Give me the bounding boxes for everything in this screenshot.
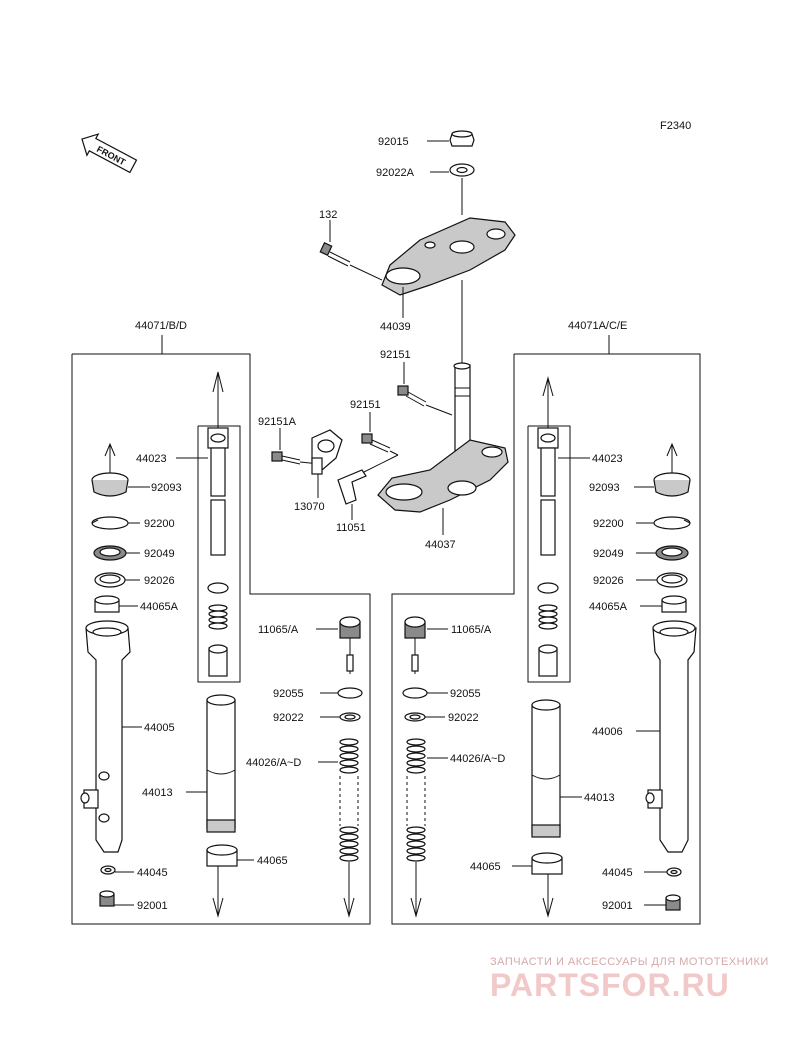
label-92151-top: 92151 (380, 349, 411, 361)
right-inner-tube-44013 (531, 699, 561, 838)
right-label-92022: 92022 (448, 712, 479, 724)
left-label-92022: 92022 (273, 712, 304, 724)
left-oil-seal-92049 (93, 545, 127, 561)
label-44039: 44039 (380, 321, 411, 333)
left-bushing-44065A (94, 595, 120, 613)
right-o-ring-92055 (402, 687, 428, 699)
left-label-44045: 44045 (137, 867, 168, 879)
right-cartridge (537, 376, 559, 677)
left-clip-92200 (91, 516, 129, 530)
right-label-92200: 92200 (593, 518, 624, 530)
left-bushing-44065 (206, 844, 238, 867)
left-label-92026: 92026 (144, 575, 175, 587)
right-dust-seal-92093 (653, 472, 691, 497)
right-label-44026: 44026/A~D (450, 753, 505, 765)
left-o-ring-92055 (337, 687, 363, 699)
upper-bracket-44039 (381, 217, 516, 296)
right-label-44065A: 44065A (589, 601, 628, 613)
left-label-44065A: 44065A (140, 601, 179, 613)
right-label-92049: 92049 (593, 548, 624, 560)
left-bolt-92001 (99, 890, 115, 907)
right-label-44006: 44006 (592, 726, 623, 738)
left-label-44065: 44065 (257, 855, 288, 867)
label-92151-mid: 92151 (350, 399, 381, 411)
left-label-92001: 92001 (137, 900, 168, 912)
left-cartridge (207, 371, 229, 677)
right-label-92026: 92026 (593, 575, 624, 587)
right-fork-cap-11065A (404, 616, 426, 674)
right-group-frame (391, 353, 701, 925)
right-label-44023: 44023 (592, 453, 623, 465)
label-44071ACE: 44071A/C/E (568, 320, 627, 332)
left-label-44013: 44013 (142, 787, 173, 799)
right-outer-tube-44006 (645, 620, 697, 853)
right-label-92093: 92093 (589, 482, 620, 494)
left-label-11065A: 11065/A (258, 624, 299, 636)
left-inner-tube-44013 (206, 694, 236, 833)
right-label-92001: 92001 (602, 900, 633, 912)
left-label-92049: 92049 (144, 548, 175, 560)
watermark-tagline: ЗАПЧАСТИ И АКСЕССУАРЫ ДЛЯ МОТОТЕХНИКИ (490, 956, 769, 968)
guide-13070 (311, 429, 343, 475)
left-dust-seal-92093 (91, 472, 129, 497)
left-label-92200: 92200 (144, 518, 175, 530)
left-label-44026: 44026/A~D (246, 757, 301, 769)
diagram-code: F2340 (660, 120, 691, 132)
right-clip-92200 (653, 516, 691, 530)
left-washer-92022 (339, 712, 361, 722)
right-label-11065A: 11065/A (451, 624, 492, 636)
right-oil-seal-92049 (655, 545, 689, 561)
label-92022A: 92022A (376, 167, 415, 179)
right-label-44013: 44013 (584, 792, 615, 804)
label-13070: 13070 (294, 501, 325, 513)
lower-bracket-44037 (377, 439, 509, 513)
washer-92022A (449, 163, 475, 177)
left-washer-44045 (100, 865, 116, 875)
right-label-92055: 92055 (450, 688, 481, 700)
watermark-brand: PARTSFOR.RU (490, 967, 730, 1003)
right-washer-92026 (656, 572, 688, 588)
left-outer-tube-44005 (80, 620, 131, 853)
bolt-92151A (271, 451, 301, 465)
left-label-44005: 44005 (144, 722, 175, 734)
bolt-92151-top (397, 385, 427, 407)
bolt-92151-mid (361, 433, 391, 453)
right-label-44045: 44045 (602, 867, 633, 879)
left-fork-cap-11065A (339, 616, 361, 674)
left-washer-92026 (94, 572, 126, 588)
left-label-92093: 92093 (151, 482, 182, 494)
left-label-44023: 44023 (136, 453, 167, 465)
right-washer-92022 (404, 712, 426, 722)
label-132: 132 (319, 209, 337, 221)
left-spring-44026 (339, 738, 359, 862)
label-44037: 44037 (425, 539, 456, 551)
label-92151A: 92151A (258, 416, 297, 428)
nut-92015 (449, 130, 475, 147)
right-bushing-44065A (661, 595, 687, 613)
right-label-44065: 44065 (470, 861, 501, 873)
right-bushing-44065 (531, 852, 563, 875)
left-label-92055: 92055 (273, 688, 304, 700)
bolt-132 (319, 241, 351, 267)
right-spring-44026 (406, 738, 426, 862)
right-washer-44045 (666, 867, 682, 877)
label-44071BD: 44071/B/D (135, 320, 187, 332)
label-11051: 11051 (336, 522, 366, 534)
left-group-frame (71, 353, 371, 925)
label-92015: 92015 (378, 136, 409, 148)
bracket-11051 (337, 469, 367, 505)
right-bolt-92001 (665, 894, 681, 911)
front-arrow-icon: FRONT (81, 133, 138, 174)
